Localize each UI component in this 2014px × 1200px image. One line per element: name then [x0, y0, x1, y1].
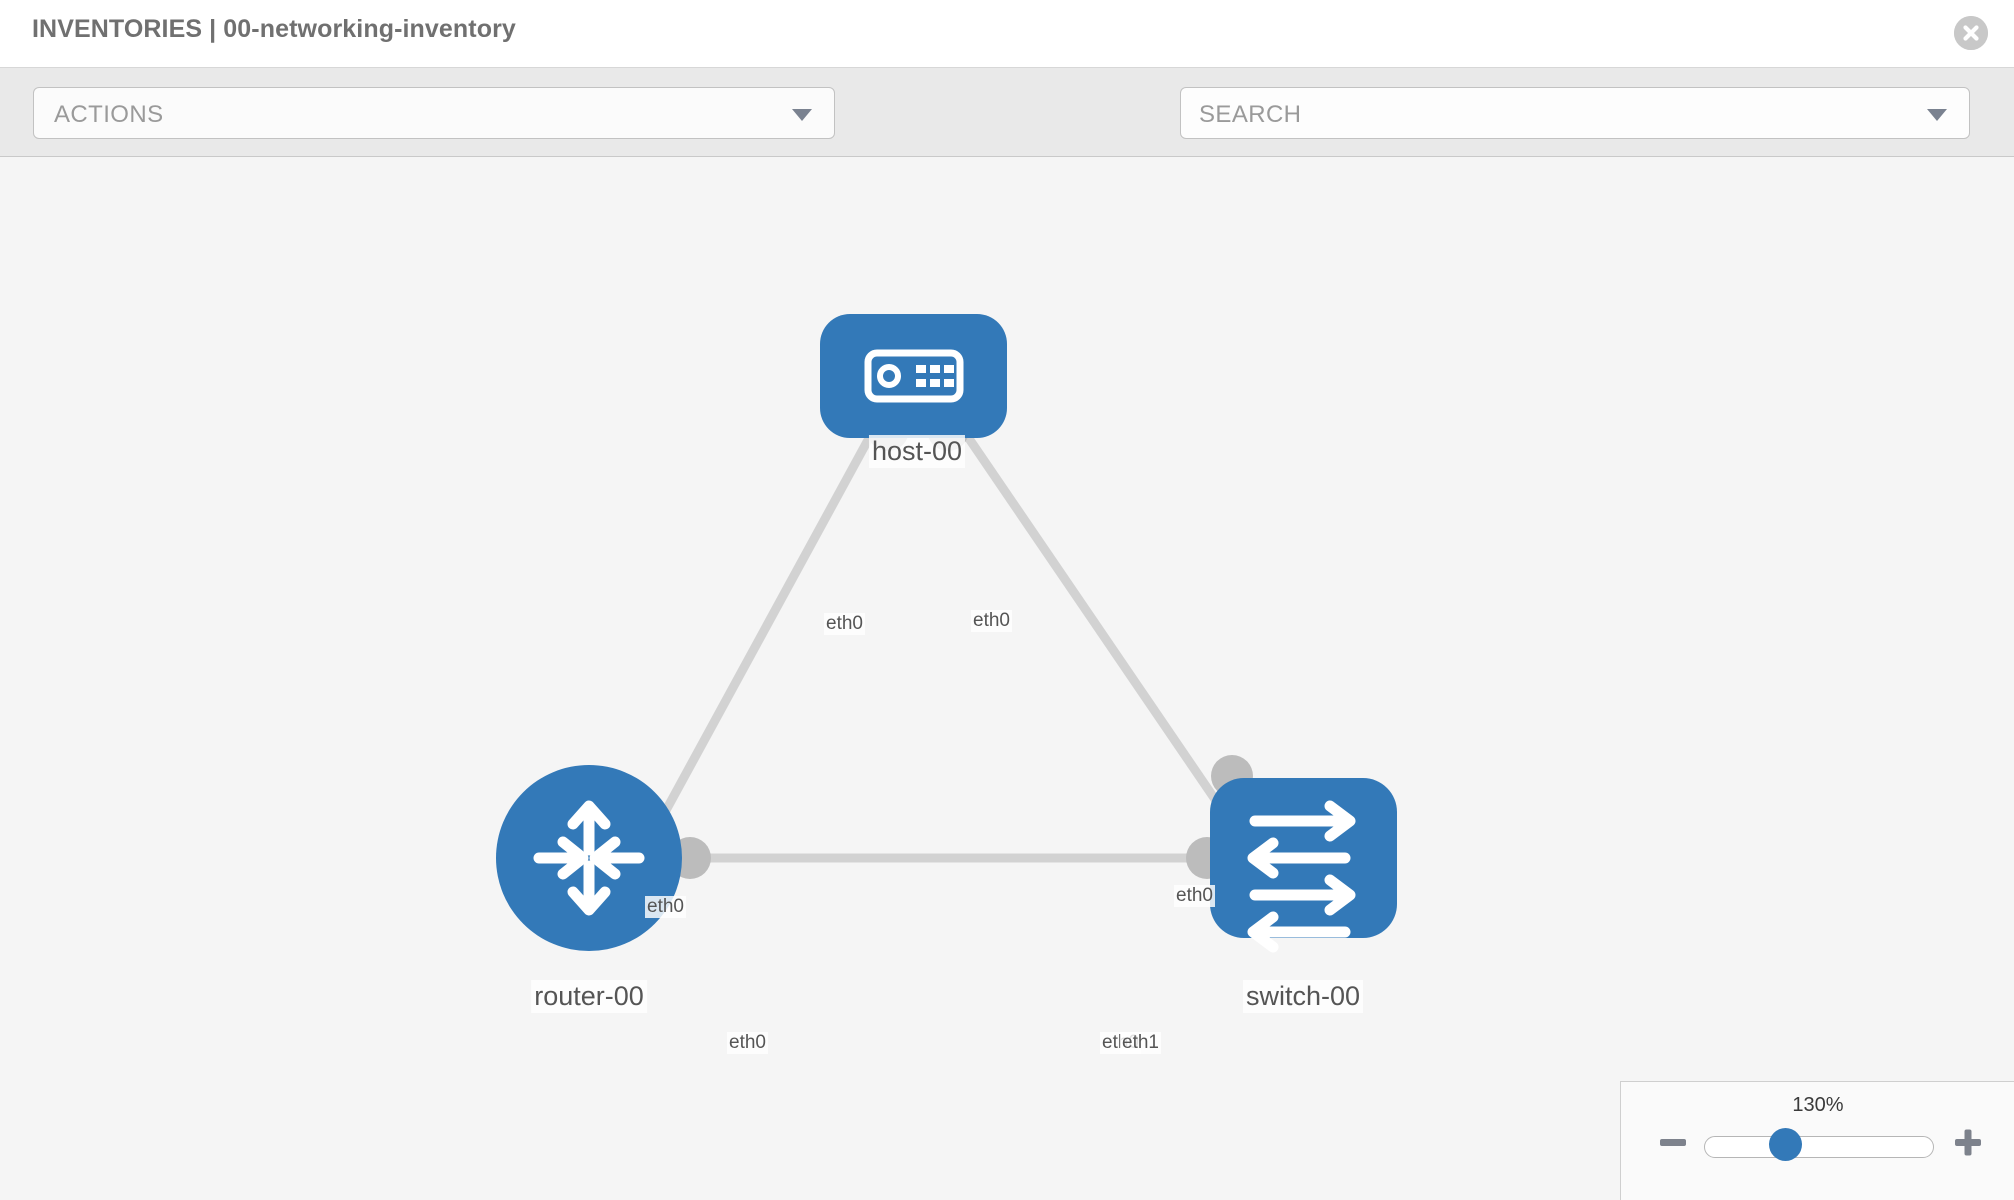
- topology-graph: [496, 314, 1397, 953]
- iface-label-host00-right: eth0: [971, 610, 1012, 632]
- iface-label-switch00-up: eth0: [1174, 885, 1215, 907]
- node-label-router-00: router-00: [531, 980, 647, 1013]
- node-label-switch-00: switch-00: [1242, 980, 1364, 1013]
- chevron-down-icon[interactable]: [1927, 109, 1947, 121]
- link-host00-router00: [636, 415, 884, 861]
- close-icon[interactable]: [1954, 16, 1988, 50]
- router-arrows-icon: [533, 800, 645, 916]
- actions-dropdown-label: ACTIONS: [54, 101, 164, 128]
- zoom-level-value: 130%: [1792, 1094, 1844, 1116]
- node-host-00: [820, 314, 1007, 438]
- iface-label-router00-up: eth0: [645, 896, 686, 918]
- page-title: INVENTORIES | 00-networking-inventory: [32, 15, 516, 43]
- iface-label-host00-left: eth0: [824, 613, 865, 635]
- node-label-host-00: host-00: [868, 435, 966, 468]
- switch-arrows-icon: [1247, 800, 1356, 953]
- search-input[interactable]: SEARCH: [1180, 87, 1970, 139]
- link-host00-switch00: [951, 415, 1259, 861]
- toolbar: ACTIONS SEARCH: [0, 68, 2014, 201]
- minus-icon[interactable]: [1656, 1125, 1690, 1159]
- zoom-control-panel: 130%: [1620, 1081, 2014, 1200]
- search-placeholder: SEARCH: [1199, 101, 1302, 128]
- node-switch-00: [1210, 778, 1397, 953]
- plus-icon[interactable]: [1951, 1125, 1985, 1159]
- server-icon: [864, 349, 964, 403]
- node-router-00: [496, 765, 682, 951]
- zoom-slider-thumb[interactable]: [1769, 1128, 1802, 1161]
- zoom-slider-track[interactable]: [1704, 1136, 1934, 1158]
- page-header: INVENTORIES | 00-networking-inventory: [0, 0, 2014, 68]
- chevron-down-icon: [792, 109, 812, 121]
- iface-label-router00-right: eth0: [727, 1032, 768, 1054]
- actions-dropdown[interactable]: ACTIONS: [33, 87, 835, 139]
- iface-label-switch00-left-eth1: eth1: [1120, 1032, 1161, 1054]
- topology-links: [636, 415, 1259, 863]
- topology-canvas[interactable]: host-00 router-00 switch-00 eth0 eth0 et…: [0, 158, 2014, 1200]
